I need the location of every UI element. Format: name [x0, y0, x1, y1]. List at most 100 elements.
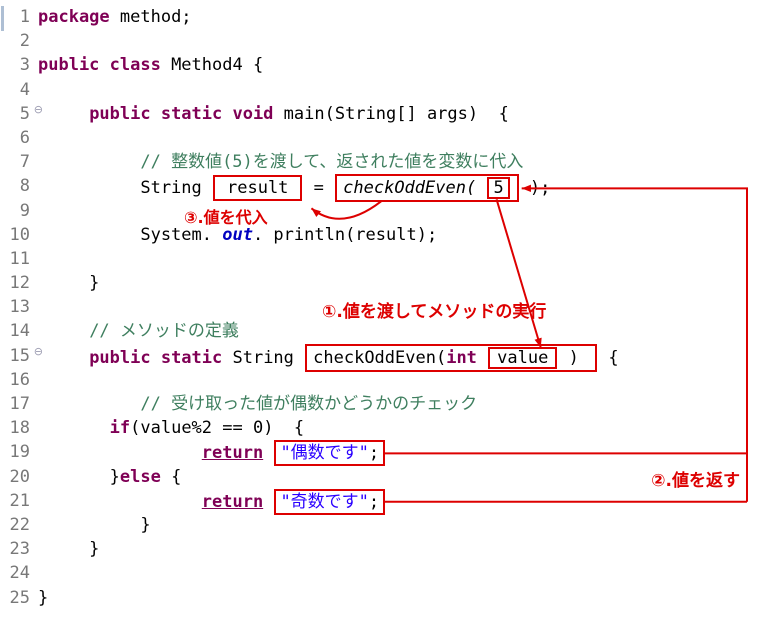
code-row: 23 } — [0, 537, 768, 561]
code-line[interactable]: System. out. println(result); — [30, 223, 437, 247]
code-token: . println(result); — [252, 224, 438, 245]
code-line[interactable]: } — [30, 537, 99, 561]
code-line[interactable]: } — [30, 586, 48, 610]
code-token: method; — [109, 7, 192, 27]
code-line[interactable] — [30, 561, 38, 585]
code-line[interactable]: String result = checkOddEven( 5 ); — [30, 174, 550, 203]
line-number: 12 — [9, 273, 30, 294]
code-line[interactable]: // 整数値(5)を渡して、返された値を変数に代入 — [30, 150, 523, 174]
code-token: out — [222, 224, 253, 245]
code-row: 4 — [0, 78, 768, 102]
code-token: = — [303, 178, 335, 199]
code-line[interactable] — [30, 247, 38, 271]
code-row: 24 — [0, 561, 768, 585]
code-row: 20 }else { — [0, 465, 768, 489]
code-token: checkOddEven( — [313, 347, 447, 368]
line-number: 22 — [9, 514, 30, 535]
code-line[interactable]: public static String checkOddEven(int va… — [30, 343, 619, 372]
annotation-step3: ③.値を代入 — [184, 208, 268, 227]
code-token: } — [38, 273, 100, 294]
code-token: public class — [38, 55, 161, 76]
line-number: 10 — [9, 224, 30, 245]
line-number: 15⊖ — [9, 344, 43, 366]
code-token — [38, 394, 140, 414]
code-row: 8 String result = checkOddEven( 5 ); — [0, 174, 768, 203]
code-token: ; — [368, 443, 380, 464]
code-line[interactable] — [30, 199, 38, 223]
code-token: ; — [368, 491, 380, 512]
code-line[interactable] — [30, 78, 38, 102]
code-line[interactable]: return "偶数です"; — [30, 440, 386, 467]
code-line[interactable]: public class Method4 { — [30, 53, 263, 77]
code-row: 13 — [0, 295, 768, 319]
code-token: ) — [558, 347, 590, 368]
code-token — [263, 443, 273, 463]
code-row: 14 // メソッドの定義 — [0, 319, 768, 343]
code-line[interactable] — [30, 368, 38, 392]
even-box: "偶数です"; — [274, 440, 386, 467]
code-token: else — [119, 466, 161, 487]
code-row: 19 return "偶数です"; — [0, 440, 768, 467]
code-token — [38, 443, 202, 463]
code-token: System. — [38, 224, 223, 245]
code-line[interactable] — [30, 29, 38, 53]
code-line[interactable]: }else { — [30, 465, 182, 489]
line-number: 17 — [9, 394, 30, 414]
code-line[interactable]: // メソッドの定義 — [30, 319, 239, 343]
line-number: 3 — [19, 55, 30, 76]
code-token: } — [38, 587, 49, 608]
code-token: value — [497, 347, 549, 368]
code-row: 16 — [0, 368, 768, 392]
code-token: "偶数です" — [280, 443, 369, 464]
code-row: 25} — [0, 586, 768, 610]
line-number: 13 — [9, 297, 30, 318]
code-token — [477, 348, 487, 368]
code-token — [38, 321, 89, 341]
code-token: String — [222, 347, 305, 368]
code-token: // 整数値(5)を渡して、返された値を変数に代入 — [140, 152, 524, 173]
code-token — [263, 492, 273, 512]
code-token: String — [38, 178, 212, 199]
code-row: 9 — [0, 199, 768, 223]
code-token: public static void — [89, 103, 274, 124]
code-line[interactable]: } — [30, 271, 99, 295]
line-number: 9 — [19, 200, 30, 221]
code-row: 17 // 受け取った値が偶数かどうかのチェック — [0, 392, 768, 416]
code-token — [38, 418, 110, 438]
code-row: 11 — [0, 247, 768, 271]
code-token: if — [109, 418, 131, 439]
code-line[interactable] — [30, 295, 38, 319]
code-token: Method4 { — [160, 55, 264, 76]
code-token — [38, 492, 202, 512]
result-box: result — [213, 175, 303, 202]
code-line[interactable]: public static void main(String[] args) { — [30, 102, 509, 126]
code-token — [38, 152, 140, 172]
line-number: 14 — [9, 321, 30, 342]
line-number: 6 — [19, 127, 30, 148]
line-number: 1 — [19, 7, 30, 27]
line-number: 25 — [9, 587, 30, 608]
code-token: "奇数です" — [280, 491, 369, 512]
line-number: 11 — [9, 248, 30, 269]
code-token: result — [227, 178, 289, 199]
code-row: 18 if(value%2 == 0) { — [0, 416, 768, 440]
code-line[interactable]: if(value%2 == 0) { — [30, 416, 304, 440]
line-number: 4 — [19, 79, 30, 100]
line-number: 5⊖ — [19, 102, 43, 124]
line-number: 7 — [19, 152, 30, 173]
line-number: 8 — [19, 176, 30, 197]
code-token — [38, 348, 89, 368]
call-box: checkOddEven( 5 — [335, 174, 519, 203]
code-line[interactable]: } — [30, 513, 150, 537]
fold-collapse-icon[interactable]: ⊖ — [33, 102, 43, 116]
code-line[interactable]: return "奇数です"; — [30, 488, 386, 515]
code-line[interactable]: // 受け取った値が偶数かどうかのチェック — [30, 392, 477, 416]
code-line[interactable]: package method; — [30, 5, 192, 29]
line-number: 21 — [9, 490, 30, 511]
code-row: 7 // 整数値(5)を渡して、返された値を変数に代入 — [0, 150, 768, 174]
code-row: 15⊖ public static String checkOddEven(in… — [0, 343, 768, 372]
code-line[interactable] — [30, 126, 38, 150]
fold-collapse-icon[interactable]: ⊖ — [33, 344, 43, 358]
